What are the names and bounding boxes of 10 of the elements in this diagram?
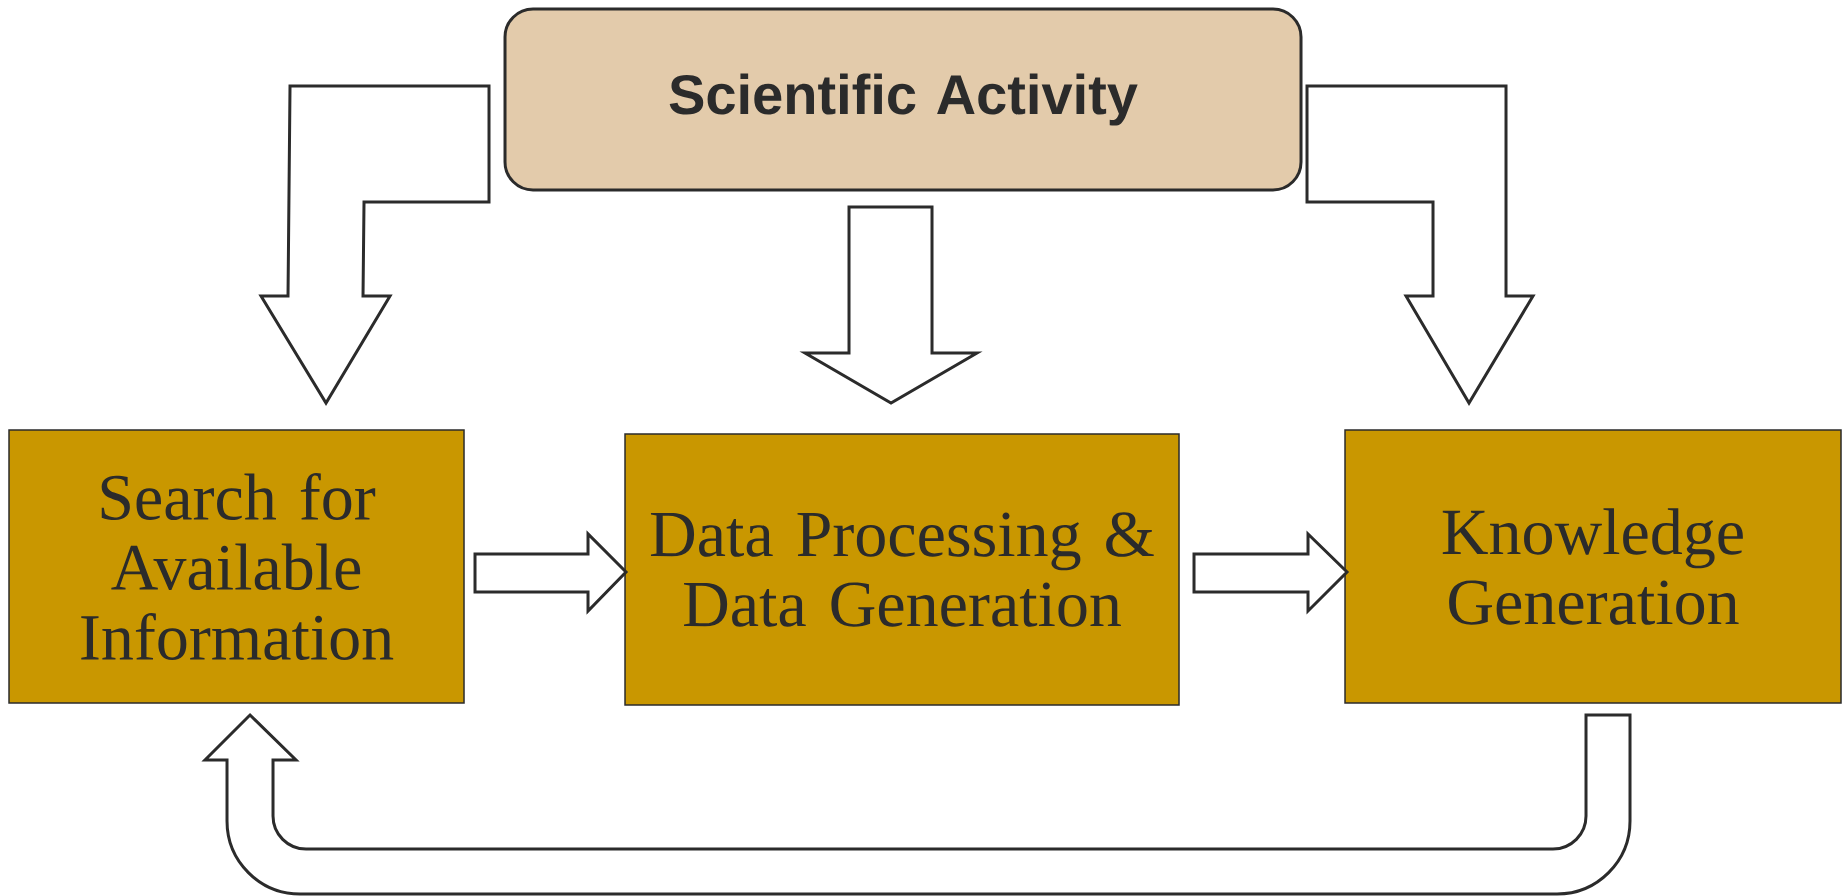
block-arrow <box>1305 84 1536 406</box>
process-box: Search for Available Information <box>8 429 465 704</box>
activity-box: Scientific Activity <box>503 7 1303 192</box>
process-box: Data Processing & Data Generation <box>624 433 1180 706</box>
process-box: Knowledge Generation <box>1344 429 1842 704</box>
block-arrow <box>203 713 1632 896</box>
block-arrow <box>258 84 491 406</box>
block-arrow <box>1192 530 1350 615</box>
block-arrow <box>473 530 629 615</box>
block-arrow <box>799 205 983 405</box>
